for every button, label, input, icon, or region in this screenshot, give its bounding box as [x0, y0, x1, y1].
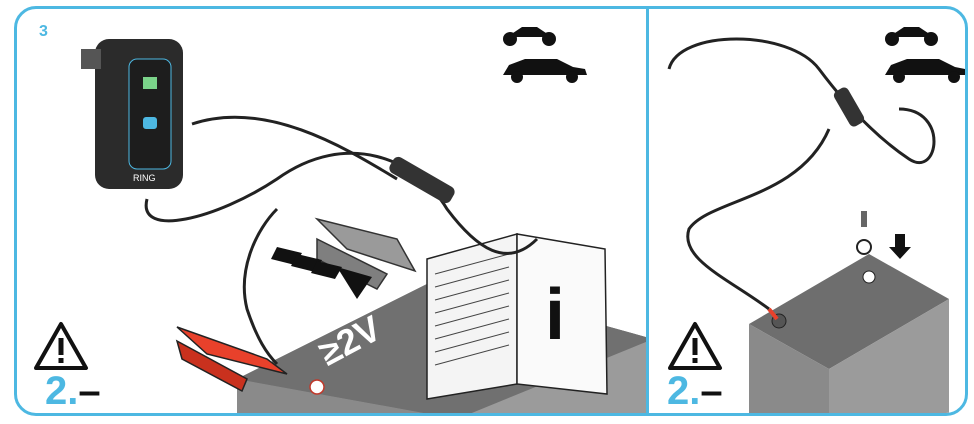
step-sub-number: 2.: [667, 369, 700, 413]
car-icon: [503, 59, 587, 83]
step-sub-number: 2.: [45, 369, 78, 413]
panel-connect-to-battery: ≥2V i RING: [14, 6, 650, 416]
battery-small: [749, 254, 949, 416]
bolt: [861, 211, 867, 227]
step-number: 3: [39, 23, 48, 41]
left-illustration: ≥2V i RING: [17, 9, 650, 416]
polarity-label: 2.–: [667, 371, 723, 411]
arrow-icon: [889, 234, 911, 259]
fuse-connector: [832, 86, 866, 129]
charger-brand: RING: [133, 173, 156, 183]
negative-sign: –: [700, 369, 722, 413]
fuse-connector: [387, 155, 457, 206]
negative-terminal-icon: [310, 380, 324, 394]
manual-book: i: [427, 234, 607, 399]
car-icon: [885, 59, 967, 83]
motorcycle-icon: [503, 27, 556, 46]
positive-terminal-icon: [863, 271, 875, 283]
panel-ground-connection: 2.–: [646, 6, 968, 416]
warning-icon: [33, 321, 89, 371]
negative-sign: –: [78, 369, 100, 413]
ring-terminal: [857, 240, 871, 254]
charger-unit: RING: [81, 39, 183, 189]
motorcycle-icon: [885, 27, 938, 46]
info-icon: i: [545, 275, 565, 355]
polarity-label: 2.–: [45, 371, 101, 411]
warning-icon: [667, 321, 723, 371]
